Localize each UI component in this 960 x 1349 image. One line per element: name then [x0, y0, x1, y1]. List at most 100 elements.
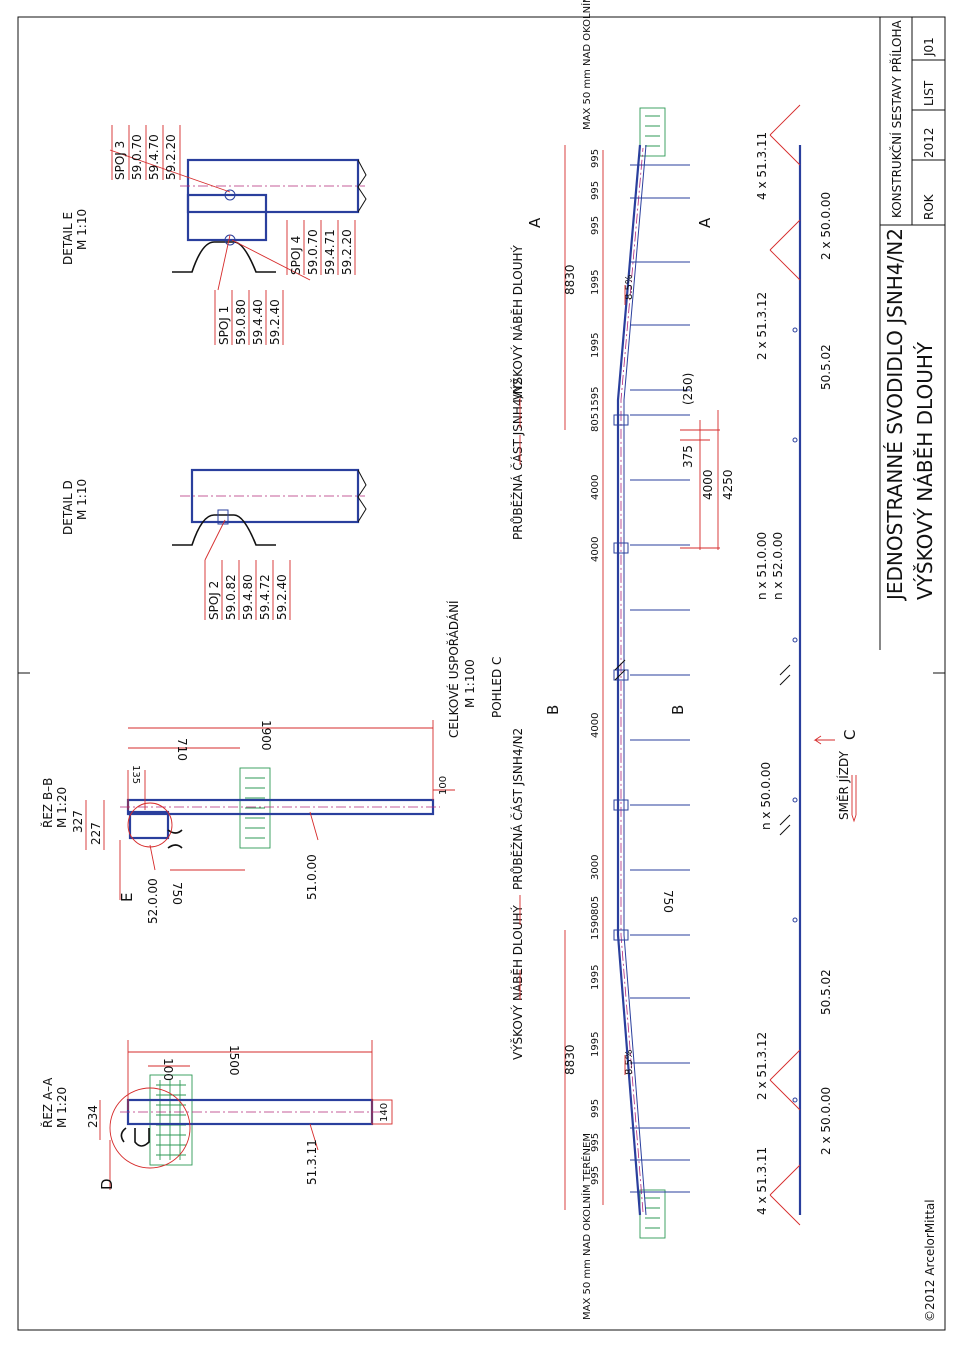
- part-lower-5: n x 51.0.00: [755, 532, 769, 600]
- rail-profile-e: [172, 241, 276, 273]
- splice: [613, 414, 629, 426]
- copyright: ©2012 ArcelorMittal: [923, 1199, 937, 1322]
- part-lower-4: 50.5.02: [819, 969, 833, 1015]
- splice: [613, 799, 629, 811]
- cut-a-top: A: [526, 217, 544, 228]
- spoj-4-item-1: 59.0.70: [306, 229, 320, 275]
- soil-hatch-end: [639, 107, 666, 157]
- spacing-label: 1995: [590, 270, 601, 295]
- rail-profile-d: [172, 514, 276, 546]
- spoj-1-item-2: 59.4.40: [251, 299, 265, 345]
- splice: [613, 542, 629, 554]
- spacing-label: 4000: [590, 475, 601, 500]
- cut-b-top: B: [544, 705, 562, 715]
- rok-label: ROK: [922, 193, 936, 220]
- spacing-labels: 9959959951995199515908053000400040004000…: [590, 149, 601, 1185]
- part-lower-2: 2 x 51.3.12: [755, 1032, 769, 1100]
- detail-d-scale: M 1:10: [75, 479, 89, 520]
- dim-100: 100: [161, 1058, 175, 1081]
- overall-scale: M 1:100: [463, 659, 477, 708]
- ground-note-start: MAX 50 mm NAD OKOLNÍM TERÉNEM: [580, 1133, 593, 1320]
- detail-e-scale: M 1:10: [75, 209, 89, 250]
- zone-ramp-start: VÝŠKOVÝ NÁBĚH DLOUHÝ: [510, 904, 525, 1060]
- spacing-label: 4000: [590, 537, 601, 562]
- section-aa: ŘEZ A–A M 1:20 D 234 100 1500 140: [40, 1040, 393, 1190]
- detail-d-title: DETAIL D: [61, 480, 75, 535]
- dim-375: 375: [681, 445, 695, 468]
- part-lower-6: n x 52.0.00: [771, 532, 785, 600]
- ground-anchor: [792, 637, 798, 643]
- cut-a-bottom: A: [696, 217, 714, 228]
- spoj-4-item-2: 59.4.71: [323, 229, 337, 275]
- total-ramp-start: 8830: [563, 1044, 577, 1075]
- part-lower-8: 2 x 51.3.12: [755, 292, 769, 360]
- dim-1900: 1900: [259, 720, 273, 751]
- spacer-bb: [128, 810, 170, 840]
- posts: [630, 164, 690, 1193]
- ground-anchor: [792, 327, 798, 333]
- dim-4250: 4250: [721, 469, 735, 500]
- spacing-label: 995: [590, 181, 601, 200]
- spacing-label: 1590: [590, 915, 601, 940]
- view-marker-c: C: [841, 730, 859, 740]
- dim-140: 140: [379, 1103, 390, 1122]
- ground-anchor: [792, 437, 798, 443]
- sheet-border: [17, 16, 946, 1331]
- section-aa-scale: M 1:20: [55, 1087, 69, 1128]
- dim-135: 135: [130, 765, 141, 784]
- section-bb-scale: M 1:20: [55, 787, 69, 828]
- spacing-label: 995: [590, 1166, 601, 1185]
- part-lower-10: 4 x 51.3.11: [755, 132, 769, 200]
- dim-710: 710: [175, 738, 189, 761]
- ground-anchor: [792, 917, 798, 923]
- detail-circle-e: [127, 802, 173, 848]
- spacing-label: 1995: [590, 1032, 601, 1057]
- total-ramp-end: 8830: [563, 264, 577, 295]
- ground-anchor: [792, 797, 798, 803]
- ground-note-end: MAX 50 mm NAD OKOLNÍM TERÉNEM: [580, 0, 593, 130]
- post-bb: [126, 798, 435, 816]
- spacing-label: 995: [590, 1099, 601, 1118]
- part-51-3-11: 51.3.11: [305, 1139, 319, 1185]
- overall-title: CELKOVÉ USPOŘÁDÁNÍ: [446, 600, 461, 738]
- section-bb-title: ŘEZ B–B: [40, 778, 55, 828]
- anchor-foot: [769, 1164, 801, 1226]
- spoj-4-label: SPOJ 4: [289, 236, 303, 275]
- spoj-1-item-1: 59.0.80: [234, 299, 248, 345]
- rail-splices: [613, 414, 629, 941]
- spoj-2-label: SPOJ 2: [207, 581, 221, 620]
- spoj-3-item-1: 59.0.70: [130, 134, 144, 180]
- spoj-2-item-3: 59.4.72: [258, 574, 272, 620]
- anchor-foot: [769, 104, 801, 166]
- direction-label: SMĚR JÍZDY: [836, 750, 851, 820]
- part-lower-9: 50.5.02: [819, 344, 833, 390]
- spoj-2-item-4: 59.2.40: [275, 574, 289, 620]
- dim-1500: 1500: [227, 1045, 241, 1076]
- part-lower-3: 2 x 50.0.00: [819, 1087, 833, 1155]
- title-block: JEDNOSTRANNÉ SVODIDLO JSNH4/N2 VÝŠKOVÝ N…: [879, 17, 945, 650]
- spoj-1-item-3: 59.2.40: [268, 299, 282, 345]
- dim-250: (250): [681, 373, 695, 405]
- spacing-label: 995: [590, 149, 601, 168]
- ground-anchor: [792, 1097, 798, 1103]
- list-label: LIST: [922, 80, 936, 106]
- soil-hatch-start: [639, 1189, 666, 1239]
- cut-b-bottom: B: [669, 705, 687, 715]
- slope-start: 8.5%: [624, 1050, 635, 1075]
- spoj-4-item-3: 59.2.20: [340, 229, 354, 275]
- detail-d: DETAIL D M 1:10 SPOJ 2 59.0.82 59.4.80 5…: [61, 468, 367, 620]
- part-lower-7: n x 50.0.00: [759, 762, 773, 830]
- spoj-2-item-1: 59.0.82: [224, 574, 238, 620]
- splice: [613, 929, 629, 941]
- spoj-1-label: SPOJ 1: [217, 306, 231, 345]
- spacing-label: 1995: [590, 965, 601, 990]
- spoj-3-label: SPOJ 3: [113, 141, 127, 180]
- document-type: KONSTRUKČNÍ SESTAVY PŘÍLOHA: [889, 20, 904, 218]
- spacing-label: 3000: [590, 855, 601, 880]
- dim-234: 234: [86, 1105, 100, 1128]
- zone-ramp-end: VÝŠKOVÝ NÁBĚH DLOUHÝ: [510, 244, 525, 400]
- overall-arrangement: CELKOVÉ USPOŘÁDÁNÍ M 1:100 POHLED C VÝŠK…: [446, 0, 859, 1320]
- spoj-3-item-3: 59.2.20: [164, 134, 178, 180]
- rail-profile-aa: [120, 1127, 150, 1147]
- spacing-label: 805: [590, 896, 601, 915]
